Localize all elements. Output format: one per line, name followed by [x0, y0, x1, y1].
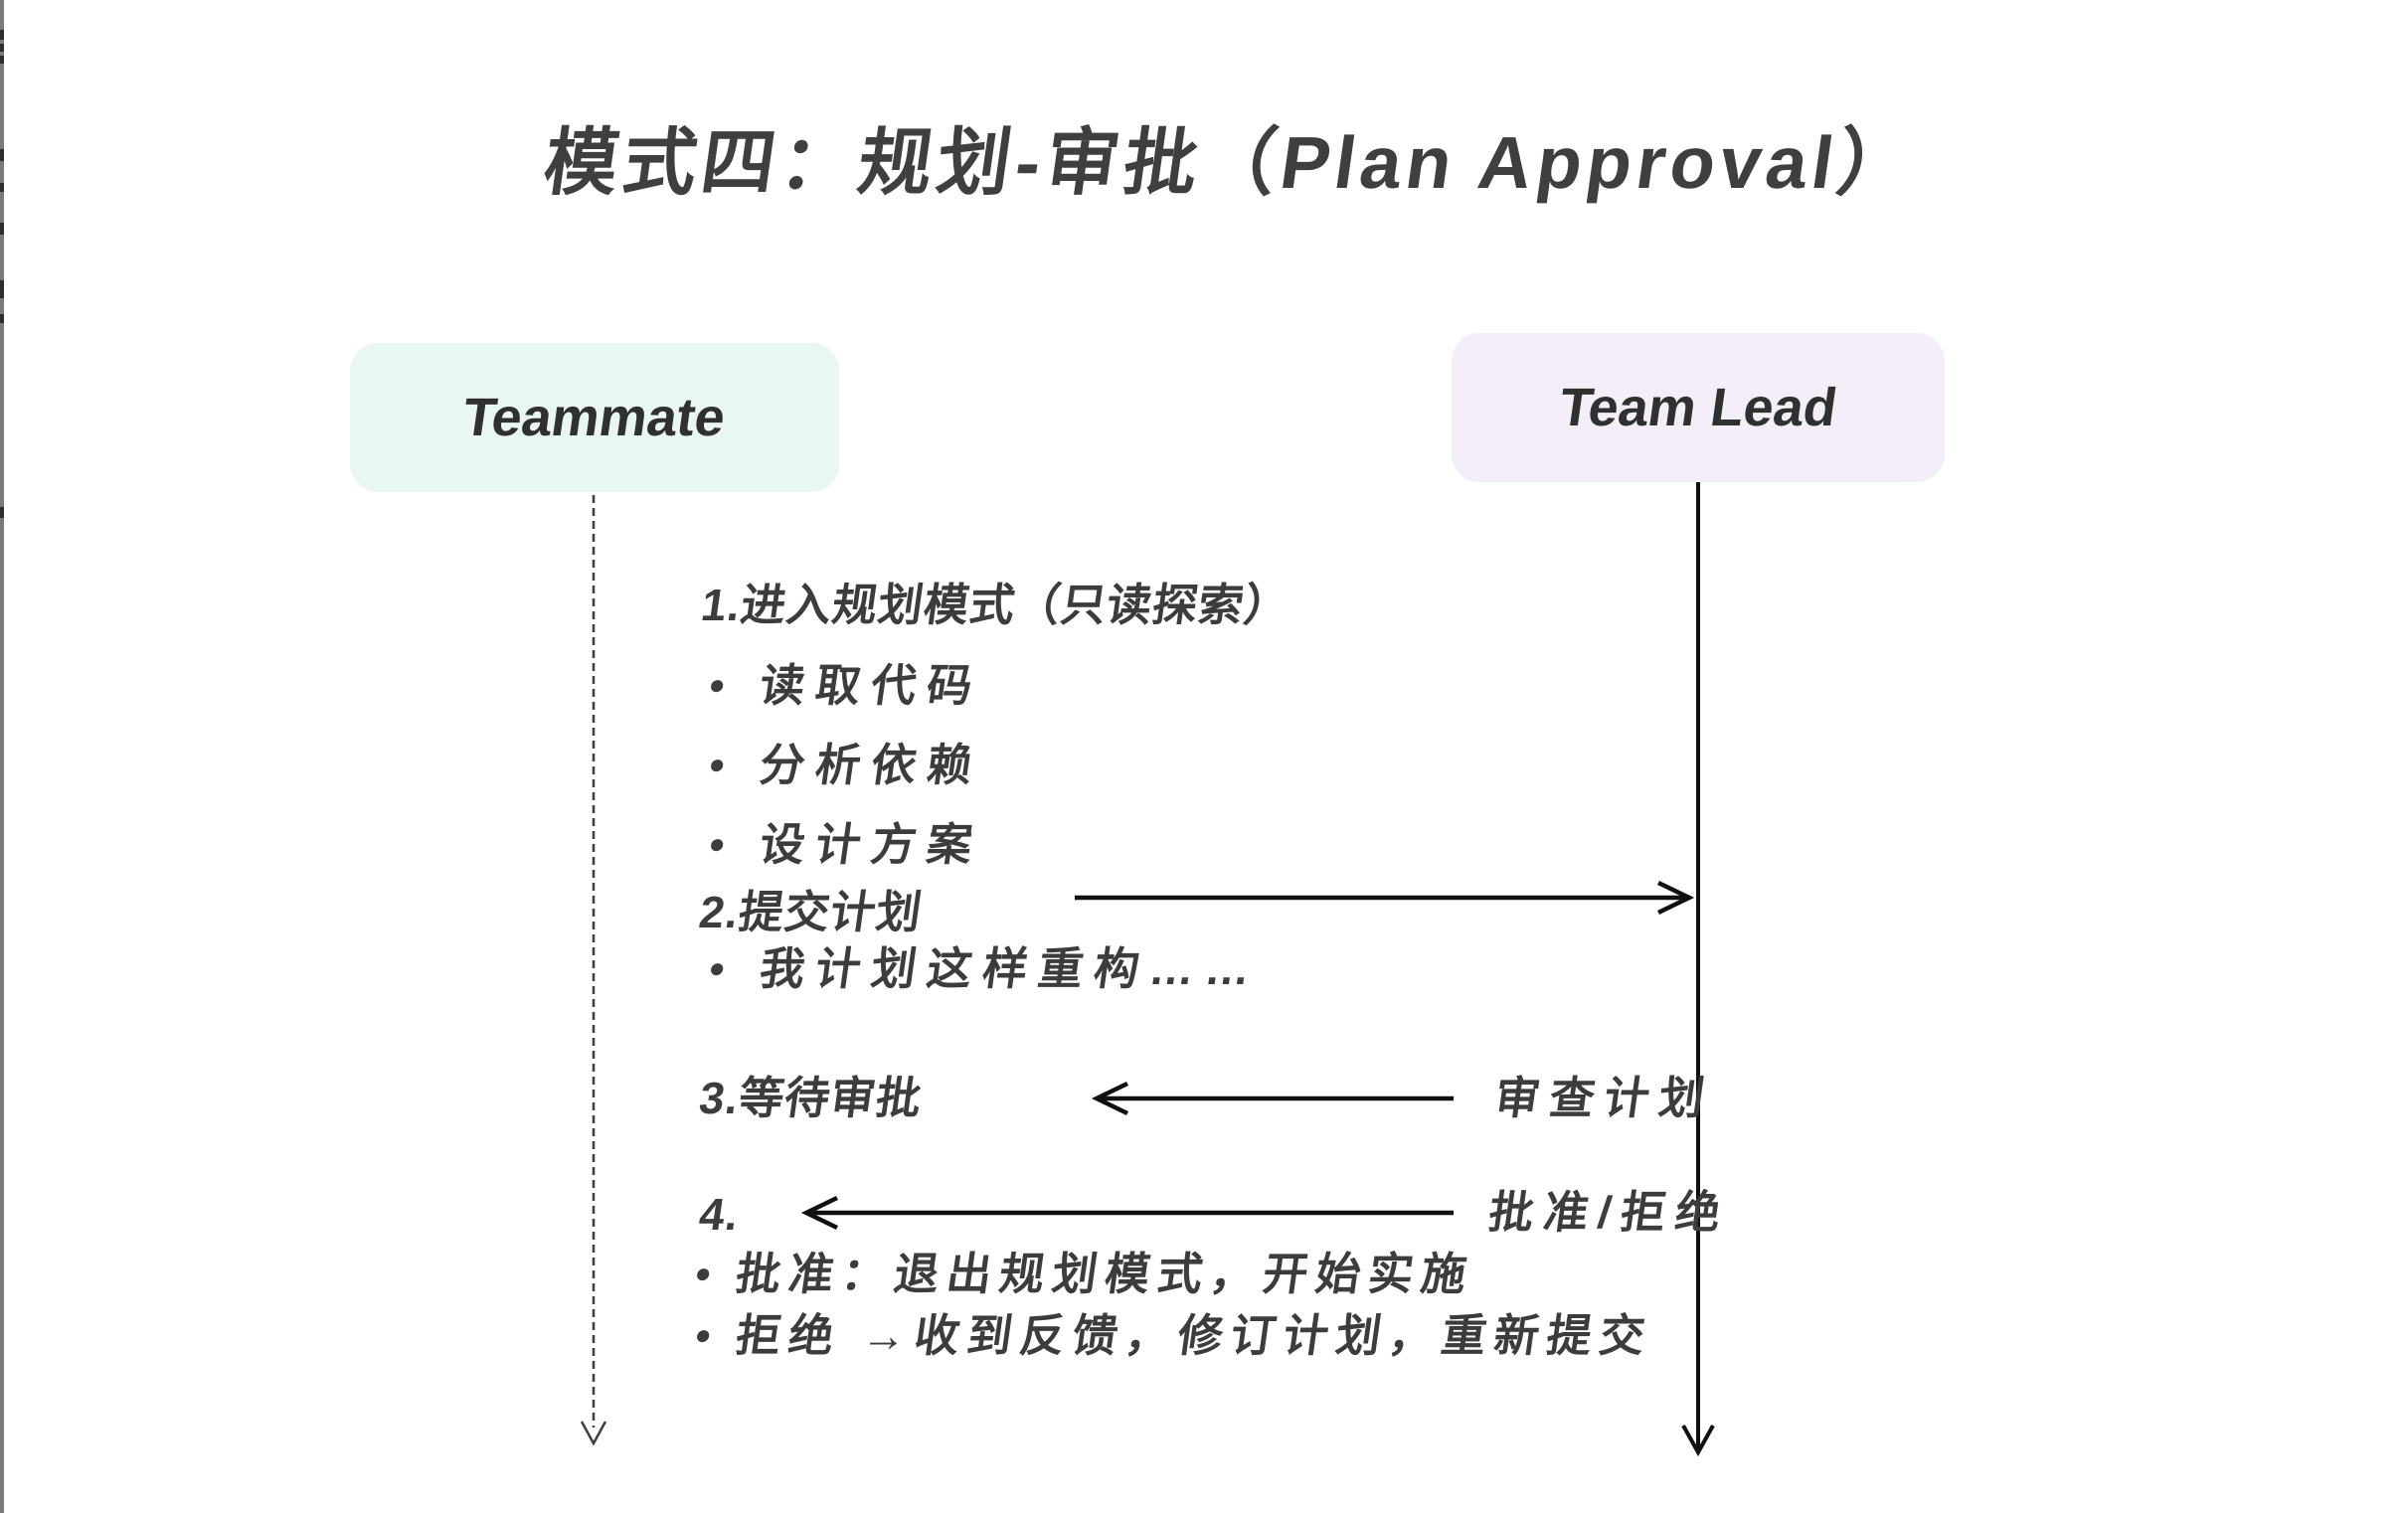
actor-box-team-lead[interactable]: Team Lead: [1452, 333, 1945, 482]
edge-tick: [0, 56, 4, 64]
edge-tick: [0, 30, 4, 40]
window-edge-strip: [0, 0, 4, 1513]
message-arrowhead-review-plan: [1091, 1081, 1128, 1116]
step-3-heading: 3.等待审批: [696, 1073, 926, 1123]
edge-tick: [0, 183, 4, 192]
step-4-bullet-approve: • 批准：退出规划模式，开始实施: [692, 1249, 1478, 1299]
team-lead-lifeline-arrowhead: [1681, 1425, 1715, 1457]
step-2-bullet-plan-refactor: • 我计划这样重构……: [706, 943, 1266, 994]
approve-reject-label: 批准/拒绝: [1485, 1187, 1734, 1238]
actor-box-teammate[interactable]: Teammate: [350, 343, 839, 492]
step-1-heading: 1.进入规划模式（只读探索）: [698, 580, 1293, 630]
teammate-lifeline-arrowhead: [580, 1421, 607, 1446]
review-plan-label: 审查计划: [1491, 1073, 1718, 1123]
step-4-bullet-reject: • 拒绝 →收到反馈，修订计划，重新提交: [692, 1310, 1656, 1361]
message-arrowhead-submit-plan: [1657, 880, 1695, 916]
edge-tick: [0, 280, 4, 298]
step-4-heading: 4.: [696, 1189, 743, 1240]
step-1-bullet-analyze-deps: • 分析依赖: [706, 740, 987, 790]
step-1-bullet-design-plan: • 设计方案: [706, 819, 987, 870]
edge-tick: [0, 507, 4, 518]
edge-tick: [0, 314, 4, 323]
message-arrowhead-approve-reject: [800, 1195, 838, 1231]
edge-tick: [0, 44, 4, 52]
step-2-heading: 2.提交计划: [696, 887, 926, 937]
step-1-bullet-read-code: • 读取代码: [706, 660, 987, 711]
edge-tick: [0, 223, 4, 235]
edge-tick: [0, 149, 4, 161]
